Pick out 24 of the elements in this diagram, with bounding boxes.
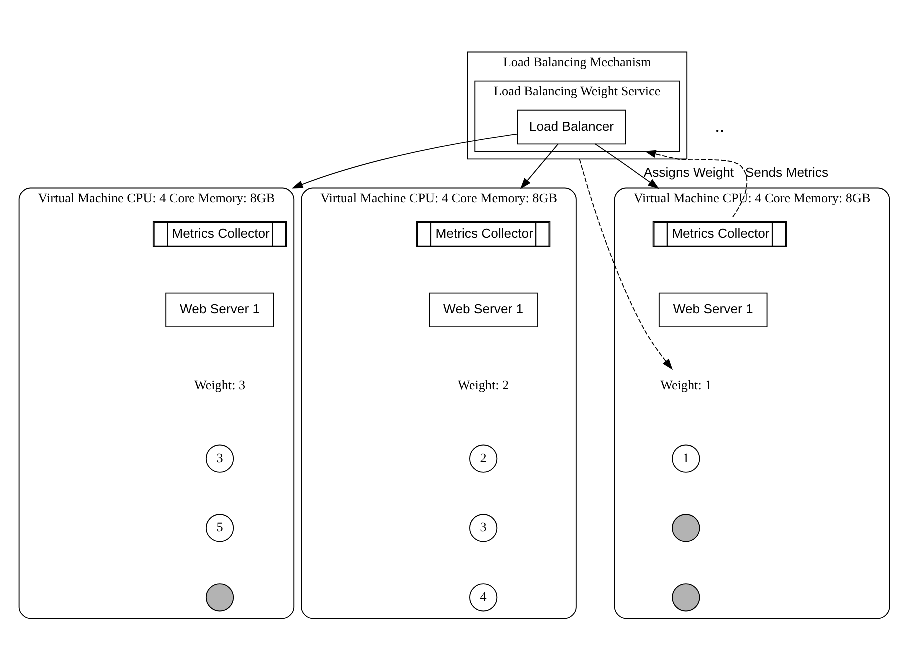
node-circle: 3 xyxy=(206,444,234,472)
node-box: Web Server 1 xyxy=(166,292,274,328)
node-circle: 2 xyxy=(470,444,498,472)
arrow xyxy=(579,158,674,370)
node-circle: 4 xyxy=(470,583,498,612)
node-circle xyxy=(672,514,700,542)
node-circle: 5 xyxy=(206,514,234,542)
node-circle xyxy=(206,583,234,612)
node-text: Weight: 1 xyxy=(660,377,712,392)
node-text: Weight: 3 xyxy=(194,377,246,392)
edge-label: Assigns Weight xyxy=(644,164,734,180)
arrow xyxy=(594,143,660,189)
node-circle: 1 xyxy=(672,444,700,472)
edge-label: Sends Metrics xyxy=(745,164,829,180)
arrow xyxy=(644,150,748,218)
node-box: Web Server 1 xyxy=(429,292,538,328)
node-circle xyxy=(672,583,700,612)
node-box: Load Balancer xyxy=(517,109,626,144)
label: .. xyxy=(715,115,725,136)
node-text: Weight: 2 xyxy=(458,377,510,392)
node-box: Web Server 1 xyxy=(658,292,768,328)
arrow xyxy=(520,143,559,189)
node-circle: 3 xyxy=(470,514,498,542)
arrow xyxy=(292,133,518,188)
